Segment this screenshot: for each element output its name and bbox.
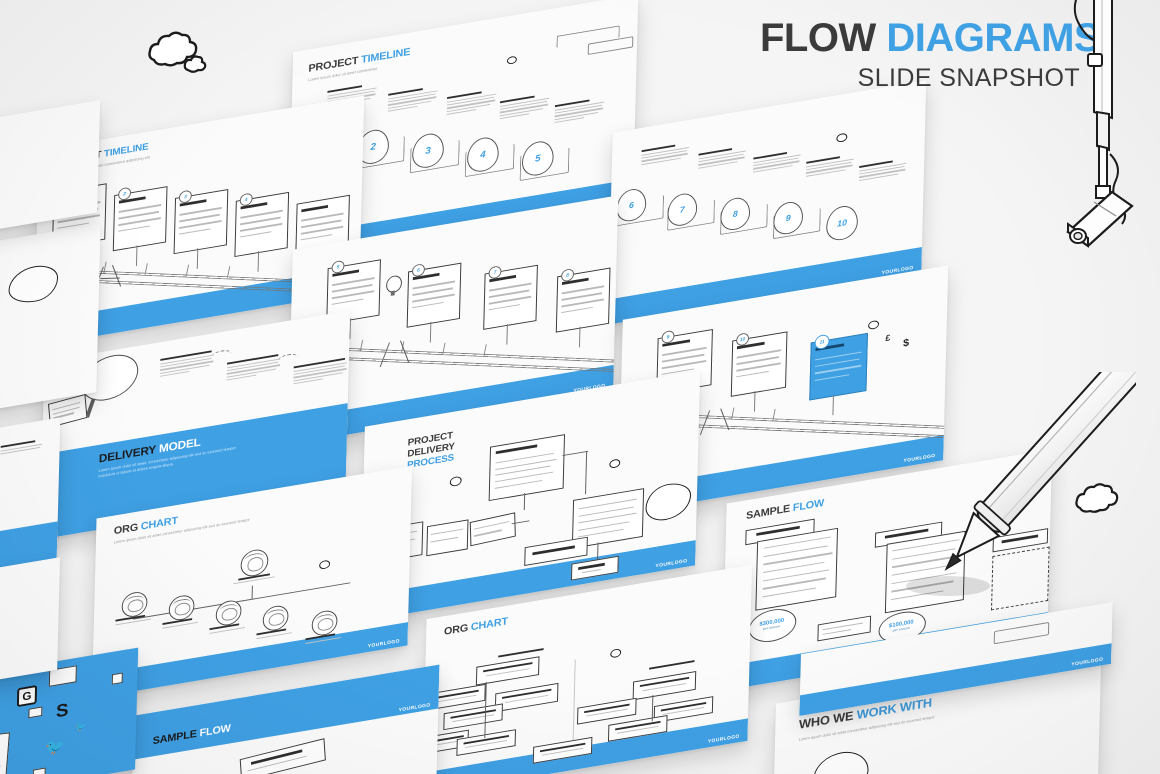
- flow-note[interactable]: [817, 615, 872, 642]
- chat-bubble-icon[interactable]: [32, 767, 46, 774]
- cloud-callout: [645, 480, 692, 524]
- org-node[interactable]: [632, 671, 697, 701]
- money-doodle: £: [885, 332, 891, 344]
- org-label-4: [256, 627, 294, 641]
- flow-block[interactable]: [239, 738, 326, 774]
- twitter-icon[interactable]: 🐦: [75, 721, 87, 733]
- roadmap-column-3: [293, 357, 347, 387]
- org-node[interactable]: [494, 682, 559, 713]
- timeline-text-6: [641, 142, 689, 167]
- cloud-doodle: [148, 31, 207, 73]
- timeline-text-3: [446, 89, 497, 117]
- slide-logo: YOURLOGO: [655, 558, 688, 570]
- google-icon[interactable]: G: [16, 685, 38, 708]
- arrow-connector: [211, 348, 232, 361]
- slide-title-b: FLOW: [792, 497, 825, 514]
- pen-illustration: [906, 372, 1136, 596]
- cloud-doodle: [1075, 483, 1119, 513]
- skype-icon[interactable]: S: [55, 700, 69, 723]
- partial-text: [0, 439, 44, 457]
- cloud-doodle: [449, 475, 462, 488]
- timeline-text-8: [753, 150, 801, 175]
- roadmap-column-1: [159, 350, 214, 379]
- timeline-text-7: [698, 146, 746, 171]
- cloud-doodle: [836, 132, 848, 143]
- title-word-diagrams: DIAGRAMS: [886, 16, 1101, 60]
- title-word-flow: FLOW: [760, 16, 876, 60]
- org-label-1: [115, 613, 153, 627]
- org-label-3: [209, 622, 247, 636]
- social-note-card[interactable]: [0, 732, 10, 774]
- cloud-doodle: [868, 319, 880, 331]
- twitter-icon[interactable]: 🐦: [45, 738, 66, 758]
- page-title: FLOW DIAGRAMS SLIDE SNAPSHOT: [760, 16, 1101, 93]
- timeline-text-10: [858, 158, 907, 183]
- process-block[interactable]: [426, 519, 469, 557]
- slide-logo: YOURLOGO: [398, 702, 431, 714]
- slide-title: ORG CHART: [443, 615, 508, 639]
- roadmap-column-2: [226, 354, 281, 383]
- arrow-connector: [278, 352, 299, 365]
- org-team-two-title: [649, 660, 695, 672]
- cctv-camera-illustration: [1066, 0, 1134, 248]
- timeline-text-9: [805, 154, 854, 179]
- title-main: FLOW DIAGRAMS: [760, 16, 1101, 60]
- slide-title: PROJECT DELIVERY PROCESS: [407, 427, 477, 472]
- chat-bubble-icon[interactable]: [111, 672, 123, 685]
- slide-logo: YOURLOGO: [367, 638, 400, 650]
- org-label-2: [162, 617, 200, 631]
- cloud-doodle: [319, 559, 331, 570]
- slide-title-a: ORG: [113, 521, 139, 538]
- timeline-text-2: [387, 86, 438, 114]
- title-subtitle: SLIDE SNAPSHOT: [857, 64, 1080, 92]
- cloud-doodle: [610, 648, 622, 659]
- timeline-text-4: [499, 93, 550, 121]
- rocket-doodle: [812, 747, 870, 774]
- process-note[interactable]: [469, 512, 516, 547]
- slide-title-a: ORG: [443, 622, 469, 638]
- process-block-resources[interactable]: [488, 434, 566, 502]
- cloud-doodle: [609, 458, 621, 469]
- timeline-node-10[interactable]: 10: [825, 203, 859, 243]
- chat-bubble-icon[interactable]: [28, 706, 43, 719]
- bird-doodle: [8, 262, 59, 307]
- flow-list-costing-one[interactable]: [755, 527, 839, 611]
- slide-logo: YOURLOGO: [707, 733, 740, 745]
- slide-title-b: CHART: [470, 615, 508, 634]
- flow-amount-one: $300,000 per annum: [749, 606, 795, 644]
- org-node[interactable]: [443, 703, 503, 731]
- money-doodle: $: [902, 337, 910, 350]
- slide-title-a: SAMPLE: [745, 503, 791, 522]
- timeline-text-5: [554, 97, 605, 125]
